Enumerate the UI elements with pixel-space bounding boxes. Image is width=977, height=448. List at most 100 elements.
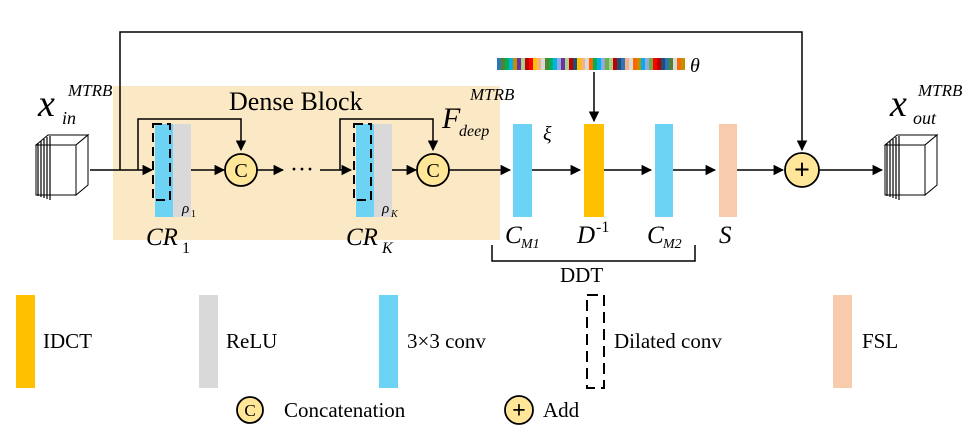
cm1-block: [513, 124, 532, 217]
theta-strip-cell: [521, 58, 525, 70]
output-label-sub: out: [913, 108, 937, 128]
cm1-label-sub: M1: [520, 237, 540, 252]
rhok-label: ρ: [381, 201, 389, 217]
output-label: x: [889, 83, 907, 125]
theta-strip-cell: [513, 58, 517, 70]
theta-strip-cell: [509, 58, 513, 70]
cr1-dilated-outline: [152, 123, 171, 201]
ellipsis-dots: ···: [290, 157, 314, 183]
xi-label: ξ: [543, 123, 552, 145]
theta-strip-cell: [665, 58, 669, 70]
legend-add-circle: [504, 395, 534, 425]
legend-idct-label: IDCT: [43, 329, 92, 353]
idct-block: [584, 124, 604, 217]
theta-strip-cell: [589, 58, 593, 70]
cm2-label: C: [647, 222, 664, 249]
theta-strip-cell: [645, 58, 649, 70]
theta-strip-cell: [621, 58, 625, 70]
dense-block-title: Dense Block: [229, 87, 363, 116]
cr1-label: CR: [146, 224, 178, 251]
ddt-bracket: [491, 245, 696, 262]
crk-label: CR: [346, 224, 378, 251]
theta-strip-cell: [577, 58, 581, 70]
theta-strip-cell: [669, 58, 673, 70]
theta-strip-cell: [525, 58, 529, 70]
crk-conv-block: [356, 124, 374, 217]
theta-parameter-strip: [497, 58, 685, 70]
fsl-block: [719, 124, 737, 217]
theta-strip-cell: [681, 58, 685, 70]
theta-strip-cell: [565, 58, 569, 70]
s-label: S: [719, 222, 732, 249]
theta-strip-cell: [593, 58, 597, 70]
d-inv-label-sup: -1: [596, 219, 609, 236]
legend-fsl-swatch: [833, 295, 852, 388]
cm2-block: [655, 124, 673, 217]
legend-concat-symbol: C: [244, 401, 255, 420]
cm1-label: C: [505, 222, 522, 249]
rhok-label-sub: K: [390, 209, 399, 220]
theta-strip-cell: [541, 58, 545, 70]
concat-1-symbol: C: [234, 160, 247, 182]
theta-strip-cell: [613, 58, 617, 70]
rho1-label: ρ: [181, 201, 189, 217]
feature-label-sub: deep: [459, 123, 489, 140]
theta-strip-cell: [617, 58, 621, 70]
legend-dilated-swatch: [586, 294, 605, 389]
feature-label-sup: MTRB: [469, 85, 515, 104]
theta-strip-cell: [657, 58, 661, 70]
theta-strip-cell: [529, 58, 533, 70]
feature-label: F: [441, 102, 461, 135]
global-skip-connection: [119, 31, 808, 170]
theta-strip-cell: [641, 58, 645, 70]
theta-strip-cell: [585, 58, 589, 70]
cr1-label-sub: 1: [182, 240, 190, 257]
legend-dilated-label: Dilated conv: [614, 329, 722, 353]
theta-strip-cell: [673, 58, 677, 70]
theta-strip-cell: [625, 58, 629, 70]
legend-add-label: Add: [543, 398, 580, 422]
input-label-sub: in: [62, 108, 76, 128]
crk-dilated-outline: [353, 123, 372, 201]
ddt-label: DDT: [560, 263, 603, 287]
legend-add-symbol: +: [512, 398, 526, 424]
d-inv-label: D: [576, 222, 595, 249]
concat-k-symbol: C: [426, 160, 439, 182]
input-feature-stack: [34, 133, 90, 200]
input-label: x: [37, 83, 55, 125]
cm2-label-sub: M2: [662, 237, 682, 252]
theta-strip-cell: [505, 58, 509, 70]
cr1-conv-block: [155, 124, 173, 217]
theta-label: θ: [690, 55, 700, 77]
theta-strip-cell: [677, 58, 681, 70]
theta-strip-cell: [633, 58, 637, 70]
legend-concatenation-label: Concatenation: [284, 398, 406, 422]
theta-strip-cell: [517, 58, 521, 70]
legend-concat-circle: [236, 396, 264, 424]
theta-strip-cell: [629, 58, 633, 70]
theta-strip-cell: [553, 58, 557, 70]
theta-strip-cell: [537, 58, 541, 70]
theta-strip-cell: [649, 58, 653, 70]
theta-strip-cell: [605, 58, 609, 70]
legend-relu-swatch: [199, 295, 218, 388]
theta-strip-cell: [637, 58, 641, 70]
theta-strip-cell: [533, 58, 537, 70]
cr1-relu-block: [173, 124, 191, 217]
theta-strip-cell: [661, 58, 665, 70]
theta-strip-cell: [601, 58, 605, 70]
theta-strip-cell: [597, 58, 601, 70]
theta-strip-cell: [545, 58, 549, 70]
theta-strip-cell: [497, 58, 501, 70]
crk-relu-block: [374, 124, 392, 217]
theta-strip-cell: [501, 58, 505, 70]
legend-conv-swatch: [379, 295, 398, 388]
theta-strip-cell: [549, 58, 553, 70]
output-feature-stack: [883, 133, 939, 200]
theta-strip-cell: [581, 58, 585, 70]
theta-strip-cell: [561, 58, 565, 70]
crk-label-sub: K: [381, 240, 394, 257]
theta-strip-cell: [573, 58, 577, 70]
